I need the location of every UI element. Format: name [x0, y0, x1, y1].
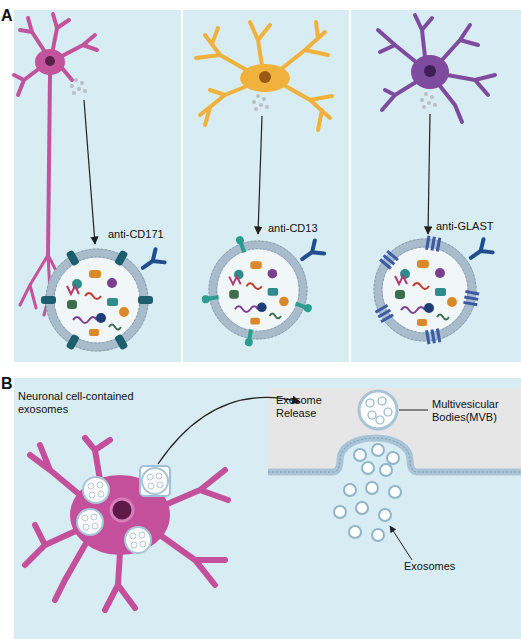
- antibody-label: anti-CD13: [268, 222, 338, 235]
- panel-box: A: [14, 10, 521, 362]
- callout-label: Exosomes: [404, 560, 474, 573]
- antibody-label: anti-CD171: [108, 228, 178, 241]
- panel-letter: B: [1, 374, 15, 393]
- panel-letter: A: [1, 6, 15, 25]
- panel-heading: Exosome Release: [276, 394, 338, 420]
- antibody-label: anti-GLAST: [436, 220, 511, 233]
- callout-label: Multivesicular Bodies(MVB): [432, 398, 518, 424]
- panel-heading: Neuronal cell-contained exosomes: [18, 390, 168, 416]
